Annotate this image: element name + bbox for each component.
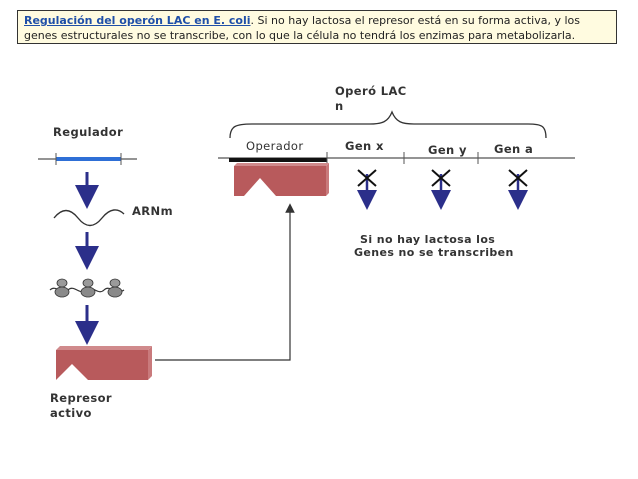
operon-label-line2: n xyxy=(335,99,344,113)
bound-repressor xyxy=(234,163,329,196)
operator-label: Operador xyxy=(246,139,304,153)
note-line2: Genes no se transcriben xyxy=(354,246,514,259)
regulator-dna xyxy=(38,153,137,165)
repressor-shape xyxy=(56,346,152,380)
repressor-label-line2: activo xyxy=(50,406,92,420)
operon-label-line1: Operó LAC xyxy=(335,84,407,98)
ribosome xyxy=(80,278,96,298)
gene-a-label: Gen a xyxy=(494,142,534,156)
ribosome xyxy=(107,278,123,298)
mrna-wave xyxy=(53,209,125,227)
blocked-transcription-a xyxy=(508,169,528,210)
ribosome xyxy=(54,278,70,298)
connector-repressor-to-operator xyxy=(155,203,295,361)
gene-y-label: Gen y xyxy=(428,143,467,157)
caption-text: . Si no hay lactosa el represor está en … xyxy=(24,14,580,42)
repressor-label-line1: Represor xyxy=(50,391,112,405)
blocked-transcription-y xyxy=(431,169,451,210)
note-line1: Si no hay lactosa los xyxy=(360,233,496,246)
operon-brace xyxy=(229,110,547,139)
caption-box: Regulación del operón LAC en E. coli. Si… xyxy=(17,10,617,44)
caption-title: Regulación del operón LAC en E. coli xyxy=(24,14,251,27)
regulator-label: Regulador xyxy=(53,125,124,139)
mrna-label: ARNm xyxy=(132,204,173,218)
blocked-transcription-x xyxy=(357,169,377,210)
ribosomes xyxy=(49,278,125,298)
gene-x-label: Gen x xyxy=(345,139,384,153)
